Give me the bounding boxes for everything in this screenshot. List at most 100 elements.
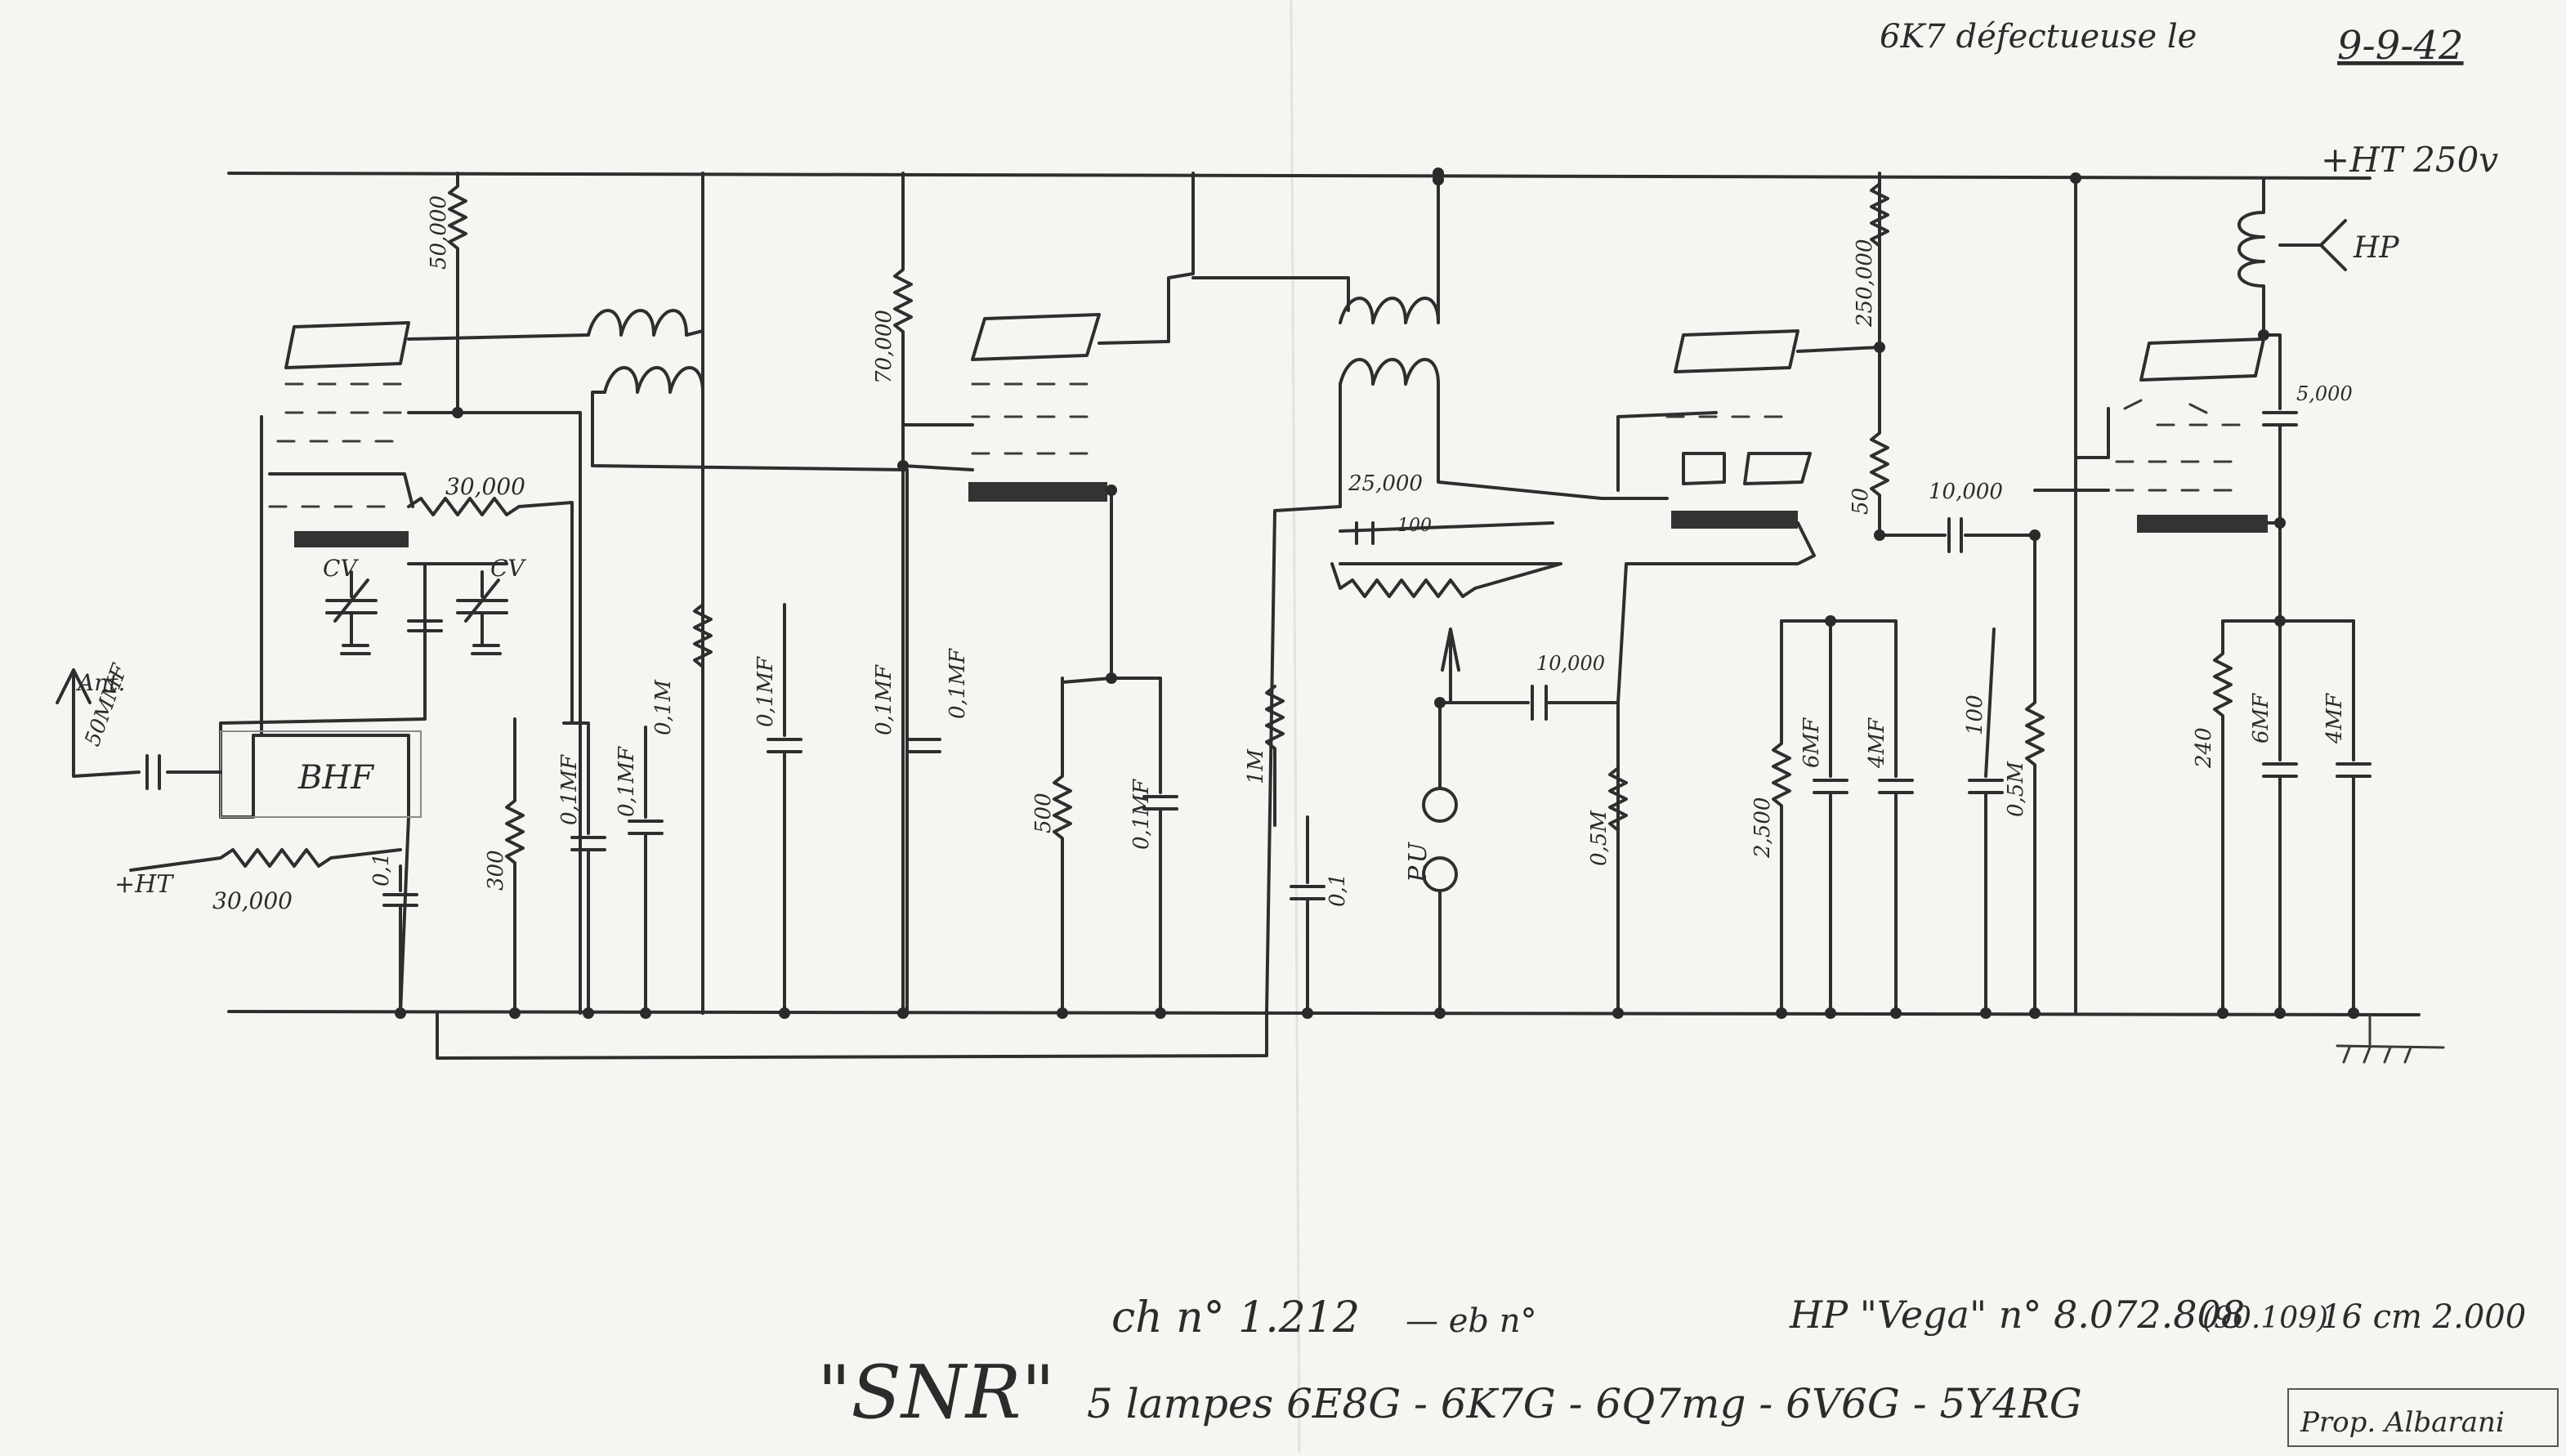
volume-wiper (1441, 628, 1460, 704)
label-r-50000: 50,000 (427, 195, 451, 270)
ground-bus (436, 1012, 1268, 1060)
label-r-05m-b: 0,5M (2004, 761, 2028, 817)
tube3-anode (1674, 329, 1799, 373)
paper-fold (1290, 0, 1301, 1454)
footer-ebenisterie: — eb n° (1406, 1302, 1536, 1340)
if-transformer-2-primary (1339, 178, 1440, 324)
ht-rail (227, 172, 2372, 180)
ground-rail (227, 1010, 2421, 1016)
junction-dots (395, 167, 2359, 1019)
author-box (2287, 1388, 2559, 1447)
resistor-1m (1265, 685, 1285, 827)
resistor-500 (1053, 677, 1072, 1015)
bhf-block (220, 730, 422, 818)
tube3-cathode (1671, 511, 1798, 529)
label-r-05m-a: 0,5M (1587, 810, 1612, 866)
label-c-0-1-b: 0,1MF (615, 746, 639, 817)
tube3-leads (1600, 497, 1816, 1015)
header-note: 6K7 défectueuse le (1880, 18, 2197, 56)
label-c-6mf-b: 6MF (2249, 693, 2273, 744)
footer-chassis: ch n° 1.212 (1111, 1293, 1360, 1342)
tube4-grids (2115, 399, 2241, 492)
tube2-anode (971, 313, 1101, 361)
label-cv-2: CV (490, 555, 526, 582)
resistor-70000 (893, 172, 913, 1015)
label-c-4mf-b: 4MF (2322, 693, 2347, 744)
label-r-2500: 2,500 (1750, 797, 1775, 859)
label-r-300: 300 (484, 850, 508, 891)
label-c-0-1-g: 0,1 (1325, 873, 1350, 907)
resistor-50000 (448, 172, 467, 414)
resistor-2500 (1772, 619, 1791, 1015)
label-r-70000: 70,000 (872, 310, 896, 384)
if-transformer-1-primary (587, 309, 688, 337)
label-c-100mmf: 100 (1397, 516, 1432, 536)
tube1-grids (268, 382, 402, 508)
resistor-0-5m-volume (1330, 562, 1562, 598)
if-transformer-1-secondary (603, 366, 704, 394)
if2-lead (1191, 276, 1350, 312)
tube2-cathode (968, 482, 1107, 502)
label-c-0-1-d: 0,1MF (872, 664, 896, 735)
cap-0-1mf-e (1110, 677, 1178, 1015)
resistor-240 (2213, 619, 2233, 1015)
label-r-240: 240 (2192, 727, 2216, 769)
pu-jack-top (1422, 787, 1458, 823)
cap-0-1mf-b (628, 726, 664, 1015)
ht-input-label: +HT (114, 870, 174, 899)
label-c-100: 100 (1963, 695, 1987, 735)
cap-0-1mf-d (905, 738, 941, 753)
label-c-4mf-a: 4MF (1865, 717, 1889, 769)
if-transformer-2-secondary (1339, 358, 1440, 386)
footer-title: "SNR" (817, 1350, 1055, 1436)
label-r-50: 50 (1849, 488, 1873, 515)
tube4-cathode (2137, 515, 2268, 533)
if2-secondary-leads (1265, 382, 1603, 1015)
tube2-anode-lead (1097, 172, 1195, 345)
label-c-0-1-a: 0,1MF (557, 754, 582, 825)
cap-4mf-a (1829, 619, 1914, 1015)
tube1-anode-lead (407, 333, 590, 341)
label-c-0-1-h: 0,1 (369, 853, 394, 887)
resistor-300 (505, 717, 525, 1015)
label-r-1m: 1M (1244, 748, 1268, 784)
label-c-5000: 5,000 (2296, 382, 2353, 405)
speaker-label: HP (2353, 231, 2399, 265)
cap-6mf-b (2221, 619, 2355, 1015)
if1-secondary-leads (591, 391, 909, 1015)
tube2-grids (971, 382, 1089, 455)
tube4-anode (2139, 337, 2265, 382)
cap-6mf-a (1780, 619, 1849, 1015)
cap-0-1-g (1290, 815, 1325, 1015)
cap-0-1-h (382, 864, 418, 1015)
cap-0-1mf-c (767, 603, 802, 1015)
if1-to-ht (685, 172, 704, 337)
footer-speaker-size: 16 cm 2.000 (2321, 1298, 2526, 1336)
footer-speaker: HP "Vega" n° 8.072.808 (1789, 1293, 2245, 1337)
speaker-symbol (2278, 219, 2347, 271)
label-r-30000-top: 30,000 (445, 473, 525, 500)
label-r-500: 500 (1031, 793, 1056, 833)
cap-0-1mf-a (562, 721, 606, 1015)
tube1-grid-leads (260, 415, 414, 737)
label-c-6mf-a: 6MF (1799, 717, 1824, 768)
resistor-30000-top (407, 497, 574, 725)
antenna-input (56, 668, 222, 790)
footer-author: Prop. Albarani (2300, 1406, 2505, 1439)
footer-tubes: 5 lampes 6E8G - 6K7G - 6Q7mg - 6V6G - 5Y… (1087, 1380, 2082, 1427)
resistor-0-5m-grid (2025, 534, 2045, 1015)
label-r-0-1m: 0,1M (651, 679, 676, 735)
label-c-0-1-f: 0,1MF (945, 648, 970, 719)
tube1-cathode (294, 531, 409, 547)
pu-label: P.U (1404, 841, 1433, 883)
supply-label: +HT 250v (2321, 140, 2498, 180)
label-cv-1: CV (323, 555, 359, 582)
resistor-250000-and-50 (1870, 182, 1889, 537)
label-c-10000-b: 10,000 (1929, 480, 2003, 504)
label-c-10000-a: 10,000 (1536, 652, 1605, 675)
bhf-label: BHF (297, 759, 374, 797)
tube2-leads (901, 423, 1113, 684)
label-c-0-1-e: 0,1MF (1129, 779, 1154, 850)
